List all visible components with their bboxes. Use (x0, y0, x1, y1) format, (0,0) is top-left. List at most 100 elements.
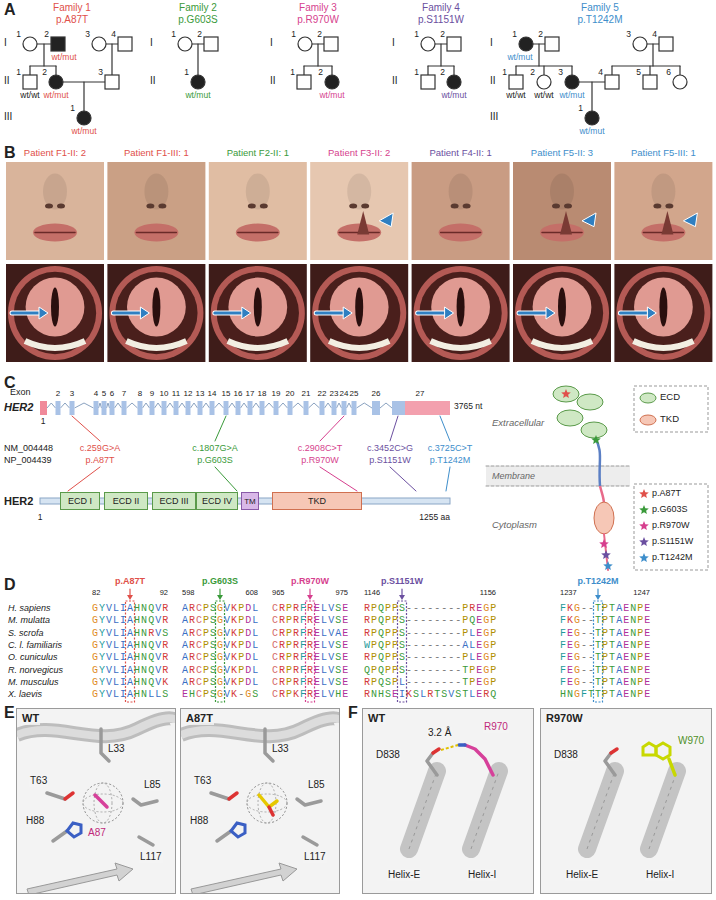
residue: N (630, 689, 637, 700)
individual-number: 1 (512, 30, 517, 40)
helix-ribbon (587, 771, 615, 849)
nose (43, 173, 67, 209)
exon-number: 21 (302, 389, 311, 398)
density-mesh (247, 794, 287, 812)
residue: V (106, 677, 113, 688)
exon (210, 401, 215, 415)
residue: E (644, 628, 651, 639)
residue: P (637, 689, 644, 700)
residue: E (623, 689, 630, 700)
exon (236, 401, 241, 415)
residue: P (462, 615, 469, 626)
arrow-head (307, 595, 313, 600)
star-marker (561, 389, 571, 398)
residue: P (602, 615, 609, 626)
residue: E (644, 640, 651, 651)
membrane-line (486, 466, 630, 467)
helix-ribbon (649, 771, 677, 849)
residue: E (623, 615, 630, 626)
residue-stick (465, 745, 493, 775)
arrow (620, 312, 651, 315)
residue: G (217, 677, 224, 688)
residue: P (602, 689, 609, 700)
residue: L (321, 652, 328, 663)
residue: R (364, 652, 371, 663)
residue: A (127, 652, 134, 663)
exon-number: 11 (172, 389, 180, 398)
variant-name: p.S1151W (381, 576, 423, 586)
residue: - (406, 652, 413, 663)
residue: V (224, 689, 231, 700)
exon (162, 401, 167, 415)
sequence: RPQPPS--------PLEGP (364, 652, 497, 664)
residue: E (476, 652, 483, 663)
residue: - (406, 628, 413, 639)
exon (122, 401, 127, 415)
residue: T (595, 652, 602, 663)
residue: F (560, 640, 567, 651)
residue: - (420, 615, 427, 626)
residue: P (371, 652, 378, 663)
residue: S (252, 689, 259, 700)
residue: - (581, 628, 588, 639)
arrow (309, 589, 310, 596)
residue: T (609, 640, 616, 651)
arrow-outline (12, 311, 43, 316)
residue: - (581, 603, 588, 614)
residue: - (434, 615, 441, 626)
oral-photo (412, 264, 510, 362)
legend-text: p.S1151W (652, 536, 693, 546)
pedigree-line (538, 44, 539, 66)
residue: - (455, 603, 462, 614)
residue: C (196, 640, 203, 651)
residue: G (245, 689, 252, 700)
exon (320, 401, 325, 415)
pedigree-line (317, 44, 318, 66)
residue: V (448, 689, 455, 700)
sequence: GYVLIAHNQVR (92, 640, 169, 652)
protein-id: NP_004439 (4, 455, 52, 465)
residue: T (595, 640, 602, 651)
residue: G (217, 628, 224, 639)
pedigree-line (515, 66, 516, 75)
intron (380, 403, 392, 408)
residue: R (293, 615, 300, 626)
residue: Q (148, 665, 155, 676)
protein-variant: p.A87T (85, 455, 114, 465)
panel-letter: E (4, 704, 15, 722)
residue: S (385, 677, 392, 688)
residue: R (307, 640, 314, 651)
species-name: S. scrofa (8, 628, 44, 638)
cleft-marker (582, 213, 596, 227)
residue: G (217, 640, 224, 651)
palate (431, 278, 490, 337)
exon-number: 26 (372, 389, 381, 398)
residue-label: L85 (307, 779, 326, 791)
residue: - (455, 665, 462, 676)
residue-stick (259, 795, 277, 807)
residue: - (441, 640, 448, 651)
helix-ribbon (471, 771, 499, 849)
residue-stick (459, 743, 465, 747)
residue: V (328, 652, 335, 663)
residue: P (490, 628, 497, 639)
residue: Y (99, 603, 106, 614)
residue: A (127, 640, 134, 651)
residue: S (335, 677, 342, 688)
beta-strand (191, 863, 297, 894)
residue: V (106, 652, 113, 663)
residue: - (448, 677, 455, 688)
residue: P (203, 615, 210, 626)
legend-box (634, 484, 708, 570)
exon-number: 23 (330, 389, 339, 398)
female-symbol (447, 75, 461, 89)
species-name: R. norvegicus (8, 665, 63, 675)
protein-variant: p.S1151W (369, 455, 410, 465)
residue: L (252, 677, 259, 688)
arrow (316, 312, 347, 315)
cleft-lip (560, 211, 572, 235)
residue: G (483, 665, 490, 676)
residue-label: L117 (303, 851, 327, 863)
teeth (228, 341, 288, 348)
individual-number: 4 (111, 30, 116, 40)
